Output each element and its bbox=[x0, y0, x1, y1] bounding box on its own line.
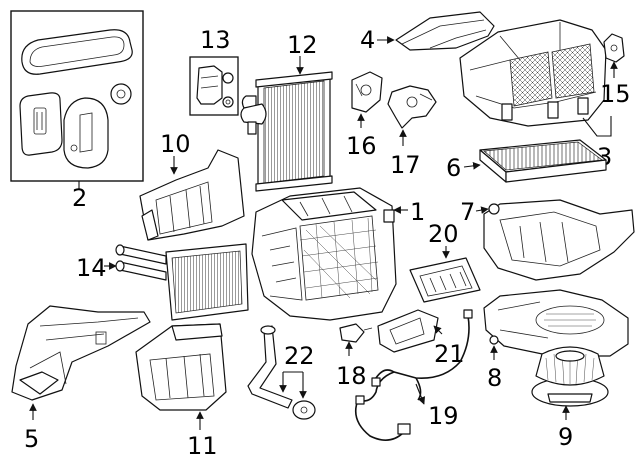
callout-19: 19 bbox=[428, 402, 459, 430]
part-17-actuator bbox=[387, 85, 437, 129]
part-5-floor-duct bbox=[11, 305, 151, 401]
part-19-wiring-harness bbox=[354, 309, 473, 441]
callout-10: 10 bbox=[160, 130, 191, 158]
part-8-blower-housing bbox=[483, 289, 629, 357]
part-16-actuator bbox=[351, 71, 383, 113]
callout-9: 9 bbox=[558, 423, 573, 451]
callout-11: 11 bbox=[187, 432, 218, 460]
callout-17: 17 bbox=[390, 151, 421, 179]
callout-1: 1 bbox=[410, 198, 425, 226]
callout-6: 6 bbox=[446, 154, 461, 182]
part-14-heater-core bbox=[115, 243, 249, 321]
part-3-upper-case bbox=[459, 19, 607, 127]
callout-16: 16 bbox=[346, 132, 377, 160]
part-21-module bbox=[377, 309, 439, 353]
part-13-expansion-valve bbox=[189, 56, 239, 116]
callout-13: 13 bbox=[200, 26, 231, 54]
part-15-clip bbox=[603, 33, 625, 63]
callout-18: 18 bbox=[336, 362, 367, 390]
part-7-lower-case bbox=[483, 199, 635, 281]
part-10-duct bbox=[139, 149, 245, 241]
callout-12: 12 bbox=[287, 31, 318, 59]
part-22-drain-hose bbox=[247, 325, 316, 420]
callout-5: 5 bbox=[24, 425, 39, 453]
part-9-blower-motor bbox=[531, 346, 609, 407]
callout-2: 2 bbox=[72, 184, 87, 212]
part-12-evaporator-core bbox=[240, 71, 333, 192]
callout-15: 15 bbox=[600, 80, 631, 108]
part-18-sensor bbox=[339, 323, 373, 343]
callout-8: 8 bbox=[487, 364, 502, 392]
part-6-cabin-filter bbox=[479, 139, 607, 183]
part-11-lower-duct bbox=[135, 323, 227, 411]
callout-20: 20 bbox=[428, 220, 459, 248]
part-4-air-duct bbox=[395, 11, 495, 51]
part-2-seal-kit bbox=[10, 10, 144, 182]
callout-14: 14 bbox=[76, 254, 107, 282]
callout-4: 4 bbox=[360, 26, 375, 54]
part-20-control-module bbox=[409, 257, 481, 303]
callout-22: 22 bbox=[284, 342, 315, 370]
part-1-hvac-case bbox=[251, 187, 397, 321]
callout-21: 21 bbox=[434, 340, 465, 368]
callout-7: 7 bbox=[460, 198, 475, 226]
